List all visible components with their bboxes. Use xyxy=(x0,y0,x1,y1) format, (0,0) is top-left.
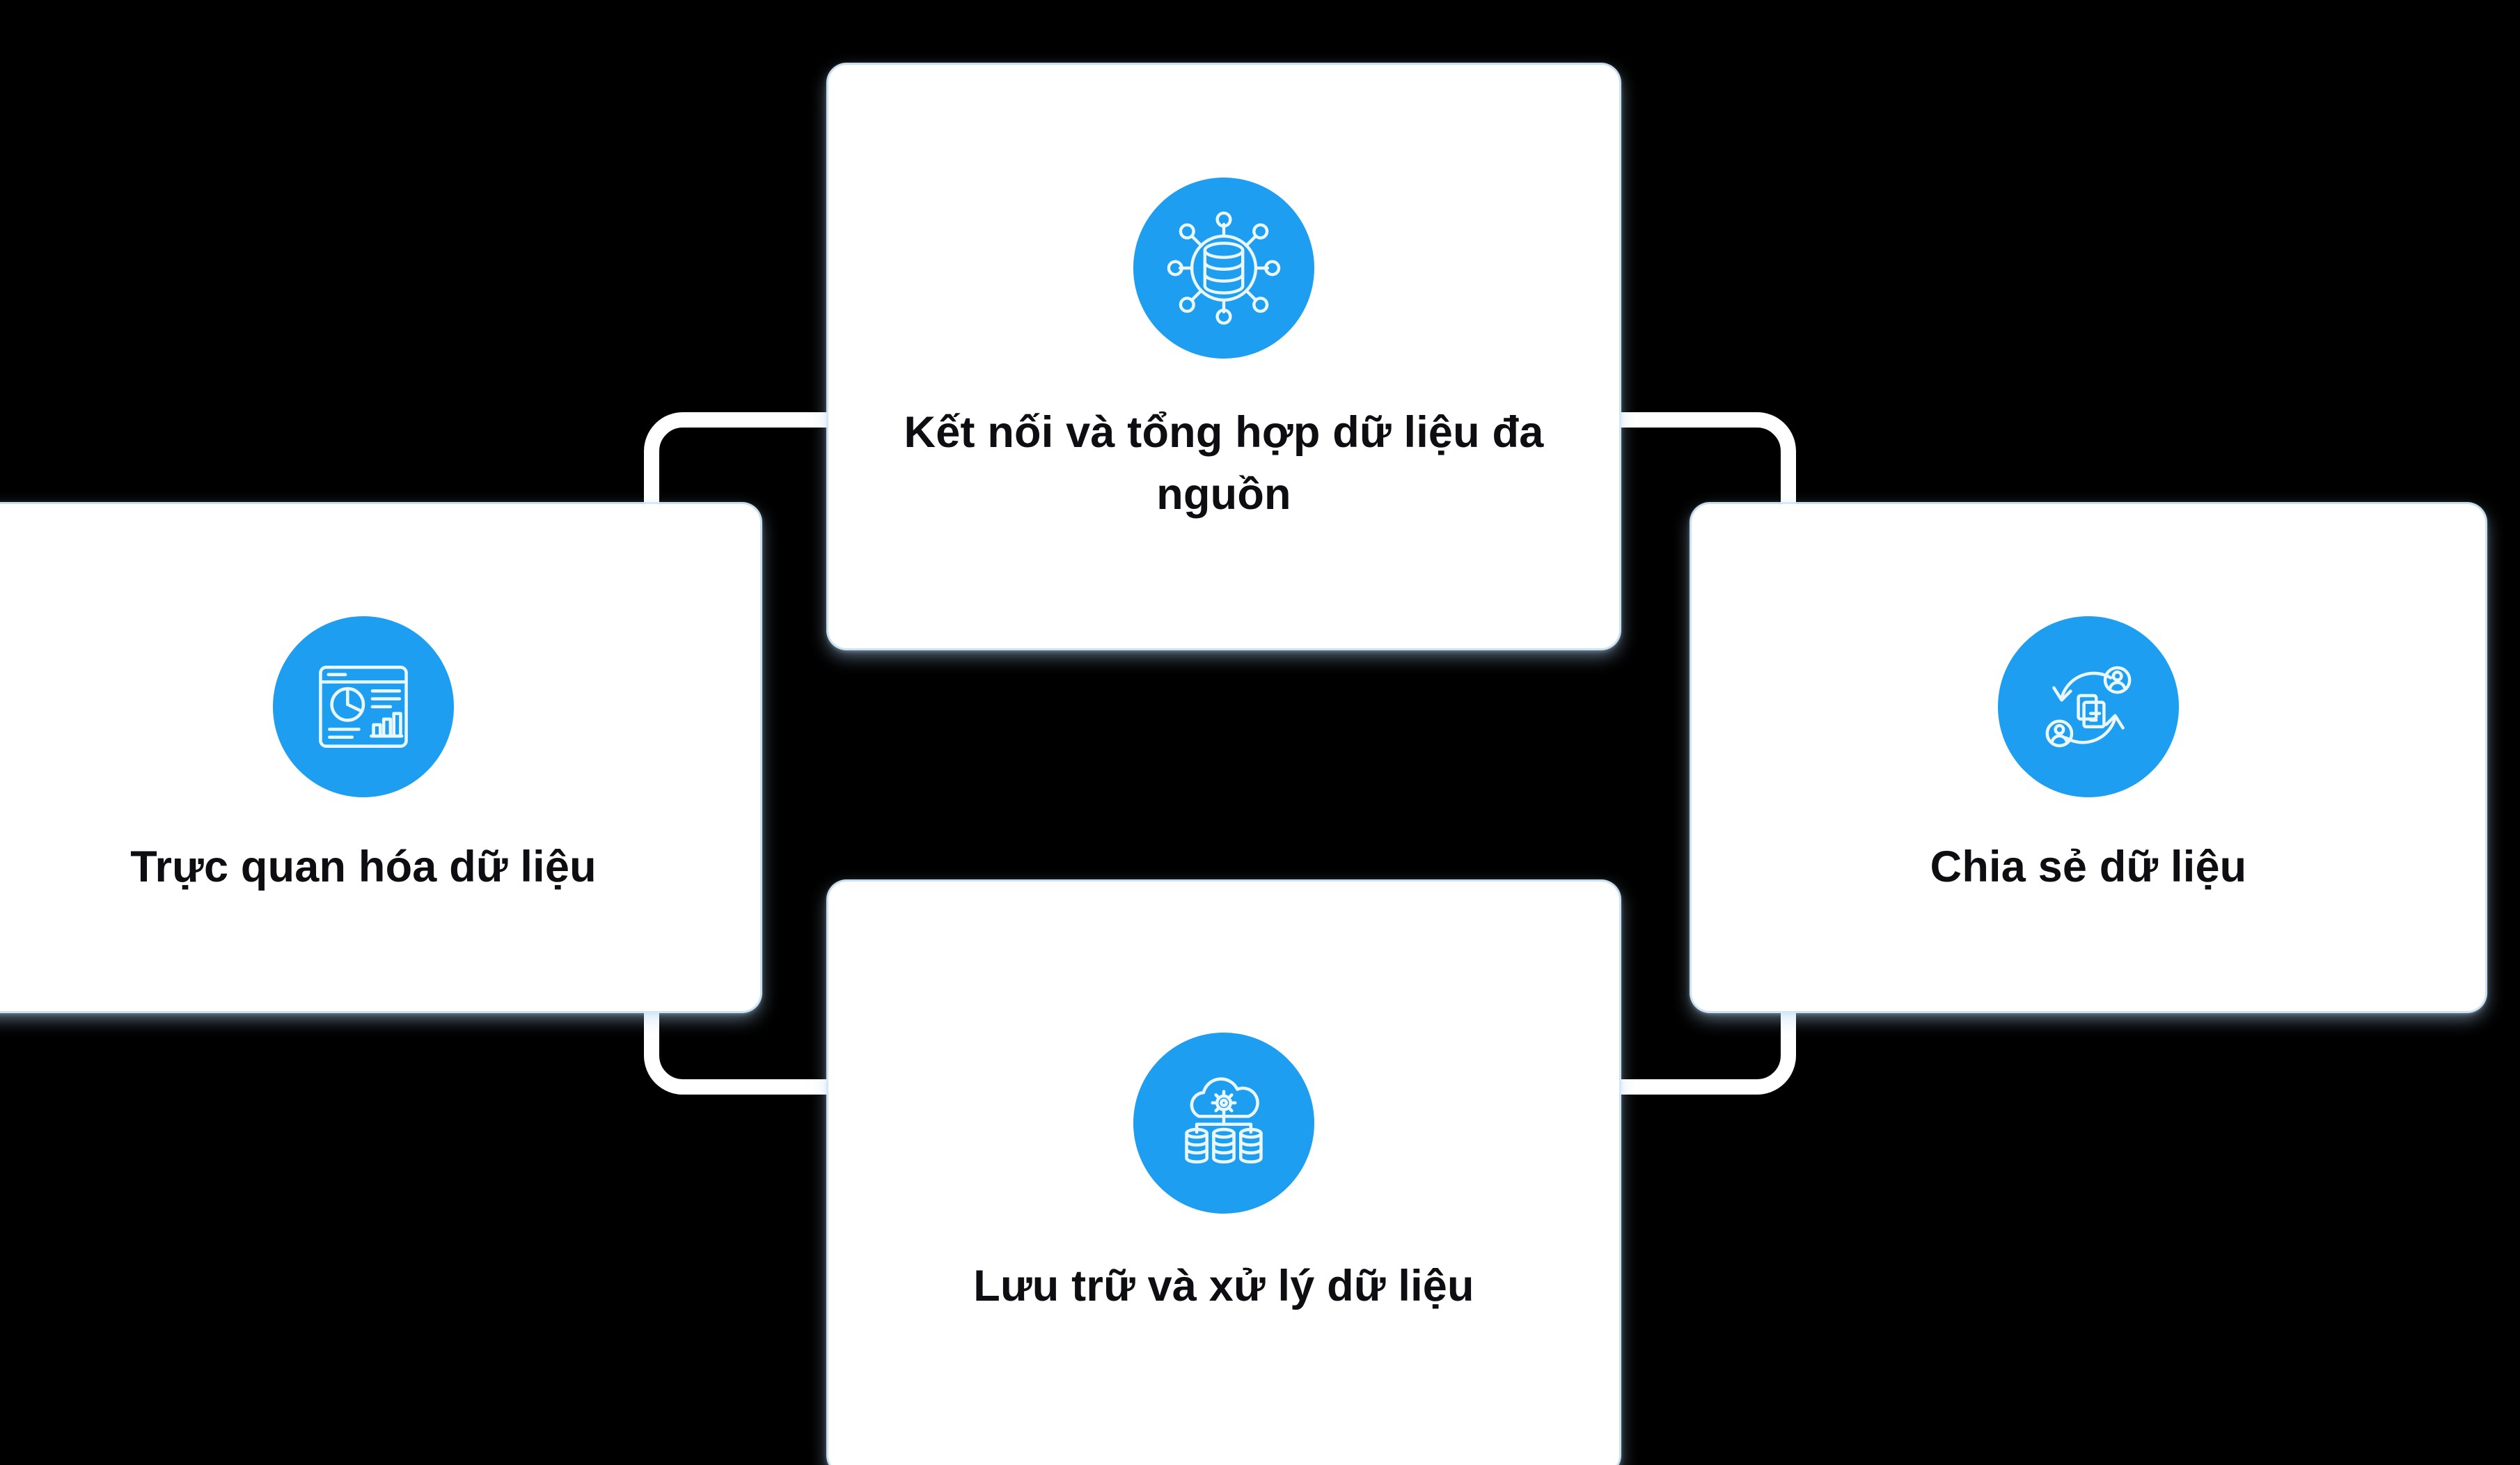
card-title: Chia sẻ dữ liệu xyxy=(1930,843,2247,892)
card-title: Kết nối và tổng hợp dữ liệu đa nguồn xyxy=(904,407,1544,519)
dashboard-chart-icon xyxy=(273,616,454,798)
card-title: Lưu trữ và xử lý dữ liệu xyxy=(973,1262,1474,1311)
card-data-connection[interactable]: Kết nối và tổng hợp dữ liệu đa nguồn xyxy=(828,65,1619,648)
card-data-storage[interactable]: Lưu trữ và xử lý dữ liệu xyxy=(828,882,1619,1465)
card-title: Trực quan hóa dữ liệu xyxy=(130,843,597,892)
cloud-storage-processing-icon xyxy=(1133,1033,1314,1214)
card-data-visualization[interactable]: Trực quan hóa dữ liệu xyxy=(0,504,760,1011)
data-sharing-users-icon xyxy=(1998,616,2179,798)
database-network-icon xyxy=(1133,177,1314,359)
card-data-sharing[interactable]: Chia sẻ dữ liệu xyxy=(1692,504,2485,1011)
